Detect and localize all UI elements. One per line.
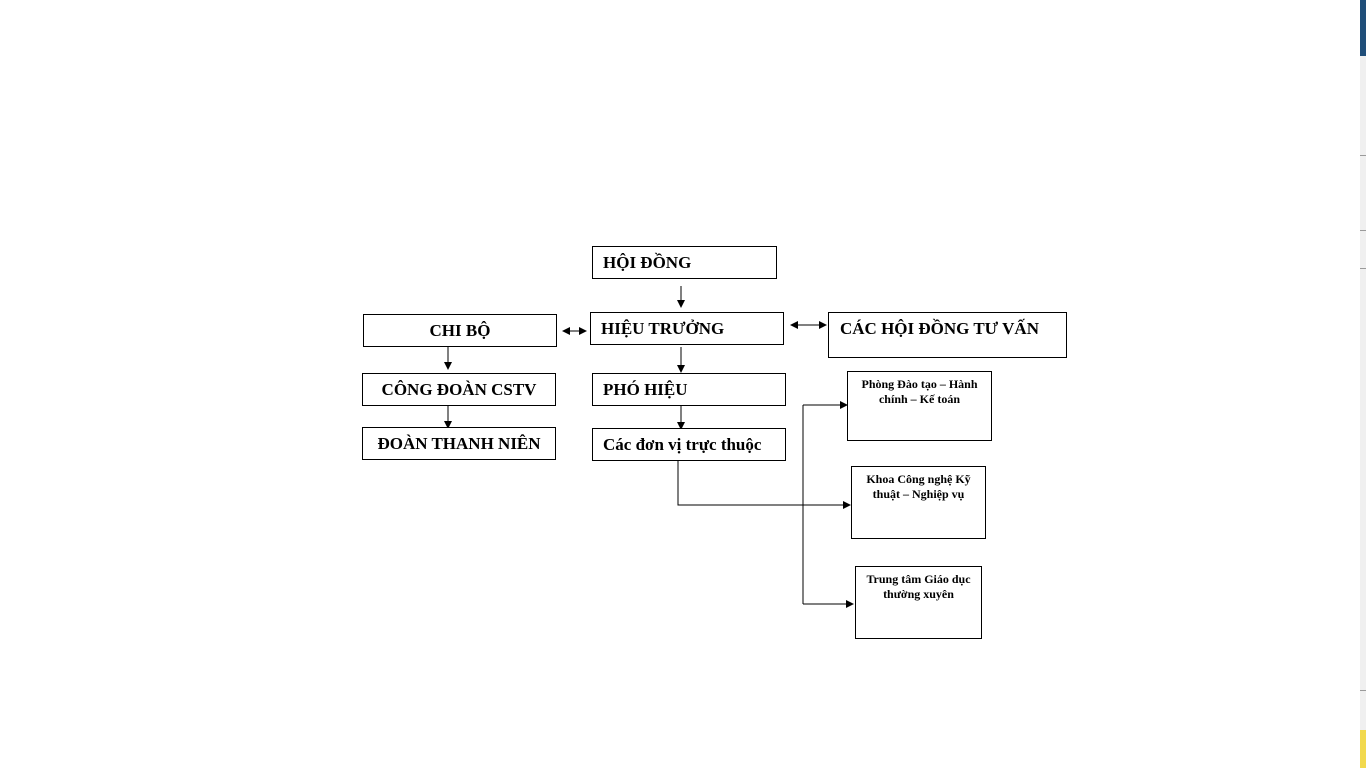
node-khoa-cong-nghe-label: Khoa Công nghệ Kỹ thuật – Nghiệp vụ [866,472,971,501]
node-hieu-truong: HIỆU TRƯỞNG [590,312,784,345]
node-trung-tam-gdtx: Trung tâm Giáo dục thường xuyên [855,566,982,639]
window-edge-accent-top [1360,0,1366,56]
node-cac-hoi-dong-tu-van: CÁC HỘI ĐỒNG TƯ VẤN [828,312,1067,358]
node-hieu-truong-label: HIỆU TRƯỞNG [601,319,725,338]
line-donvi-down [677,461,805,506]
node-chi-bo-label: CHI BỘ [429,321,491,340]
node-hoi-dong-label: HỘI ĐỒNG [603,253,692,272]
node-phong-dao-tao-label: Phòng Đào tạo – Hành chính – Kế toán [861,377,978,406]
node-pho-hieu: PHÓ HIỆU [592,373,786,406]
node-cac-hoi-dong-tu-van-label: CÁC HỘI ĐỒNG TƯ VẤN [840,319,1039,338]
node-chi-bo: CHI BỘ [363,314,557,347]
node-don-vi-truc-thuoc: Các đơn vị trực thuộc [592,428,786,461]
node-phong-dao-tao: Phòng Đào tạo – Hành chính – Kế toán [847,371,992,441]
node-doan-thanh-nien: ĐOÀN THANH NIÊN [362,427,556,460]
window-edge-tick [1360,230,1366,231]
node-cong-doan-label: CÔNG ĐOÀN CSTV [381,380,537,399]
node-doan-thanh-nien-label: ĐOÀN THANH NIÊN [377,434,541,453]
window-edge-tick [1360,155,1366,156]
window-edge-tick [1360,268,1366,269]
node-trung-tam-gdtx-label: Trung tâm Giáo dục thường xuyên [866,572,971,601]
window-edge-accent-bottom [1360,730,1366,768]
window-edge-tick [1360,690,1366,691]
node-don-vi-truc-thuoc-label: Các đơn vị trực thuộc [603,435,762,454]
node-hoi-dong: HỘI ĐỒNG [592,246,777,279]
node-pho-hieu-label: PHÓ HIỆU [603,380,688,399]
node-khoa-cong-nghe: Khoa Công nghệ Kỹ thuật – Nghiệp vụ [851,466,986,539]
window-edge-scrollbar[interactable] [1360,0,1366,768]
node-cong-doan: CÔNG ĐOÀN CSTV [362,373,556,406]
